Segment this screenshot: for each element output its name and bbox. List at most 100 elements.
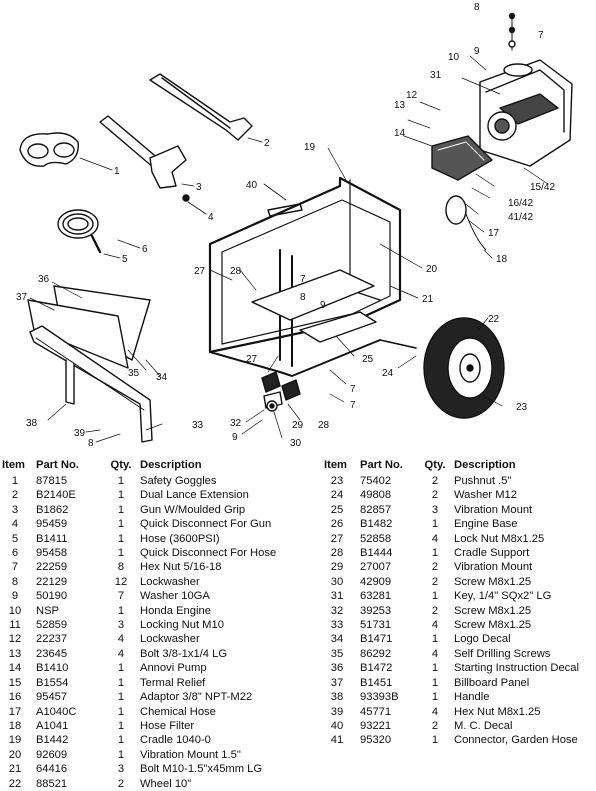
callout-38: 38 [26,418,38,429]
cell-item: 17 [8,705,22,718]
cell-part-no: 95459 [36,518,68,531]
cell-item: 16 [8,691,22,704]
callout-6: 6 [142,244,148,255]
cell-qty: 1 [117,489,125,502]
cell-qty: 4 [117,647,125,660]
callout-10: 10 [448,52,460,63]
callout-22: 22 [488,314,500,325]
cell-description: Lockwasher [140,633,200,646]
table-header: Item Part No. Qty. Description [324,456,596,474]
cell-qty: 2 [431,489,439,502]
pump-drawing [431,135,493,181]
cell-qty: 3 [117,763,125,776]
cell-qty: 1 [117,719,125,732]
callout-21: 21 [422,294,434,305]
header-part-no: Part No. [360,459,403,471]
cell-part-no: 92609 [36,748,68,761]
exploded-parts-diagram: 1 2 3 4 5 6 7 8 9 10 12 13 14 15/42 16/4… [16,2,573,449]
callout-9-lower: 9 [232,432,238,443]
cell-part-no: 23645 [36,647,68,660]
cell-item: 24 [330,489,344,502]
cell-part-no: 86292 [360,647,392,660]
cell-description: Termal Relief [140,676,206,689]
cell-item: 13 [8,647,22,660]
cell-description: Bolt 3/8-1x1/4 LG [140,647,228,660]
callout-9-frame: 9 [320,300,326,311]
cell-item: 7 [11,561,19,574]
cell-description: Cradle Support [454,547,530,560]
header-qty: Qty. [424,459,446,471]
cell-item: 5 [11,532,19,545]
cell-item: 41 [330,734,344,747]
cell-item: 11 [9,619,21,632]
cell-part-no: B1554 [36,676,69,689]
callout-41-42: 41/42 [508,212,533,223]
cell-item: 9 [11,590,19,603]
cell-item: 30 [330,575,344,588]
cell-part-no: A1040C [36,705,77,718]
cell-description: Connector, Garden Hose [454,734,578,747]
callout-7-lower: 7 [350,400,356,411]
cell-description: Billboard Panel [454,676,530,689]
callout-18: 18 [496,254,508,265]
cell-description: Starting Instruction Decal [454,662,579,675]
cell-item: 6 [11,547,19,560]
callout-28: 28 [230,266,242,277]
cell-description: Annovi Pump [140,662,207,675]
cell-qty: 2 [431,475,439,487]
cell-item: 22 [8,777,22,790]
callout-33: 33 [192,420,204,431]
wheel-drawing [423,317,505,419]
cell-item: 33 [330,619,344,632]
cell-qty: 1 [431,676,439,689]
cell-qty: 2 [431,719,439,732]
cell-qty: 4 [431,705,439,718]
cell-description: Bolt M10-1.5"x45mm LG [140,763,263,776]
cell-part-no: 51731 [360,619,392,632]
cell-description: Key, 1/4" SQx2" LG [454,590,552,603]
header-description: Description [140,459,202,471]
cell-part-no: 42909 [360,575,392,588]
callout-7-frame: 7 [300,274,306,285]
cell-part-no: B1444 [360,547,393,560]
cell-description: Wheel 10" [140,777,192,790]
cell-description: Safety Goggles [140,475,217,487]
callout-8-handle: 8 [88,438,94,449]
header-item: Item [2,459,26,471]
cell-item: 37 [330,676,344,689]
cell-description: Lockwasher [140,575,200,588]
callout-2: 2 [264,138,270,149]
cell-qty: 4 [431,532,439,545]
cell-description: Self Drilling Screws [454,647,551,660]
table-row: 37 B1451 1 Billboard Panel [324,676,596,690]
cell-description: Honda Engine [140,604,211,617]
cell-part-no: B1451 [360,676,393,689]
cell-description: Hose (3600PSI) [140,532,220,545]
cell-part-no: 93221 [360,719,392,732]
cell-part-no: 27007 [360,561,392,574]
cell-qty: 1 [117,662,125,675]
cell-part-no: 52859 [36,619,68,632]
cell-description: Vibration Mount 1.5" [140,748,241,761]
cell-qty: 1 [117,547,125,560]
cell-item: 20 [8,748,22,761]
cell-qty: 7 [117,590,125,603]
cell-description: Screw M8x1.25 [454,619,532,632]
cell-qty: 12 [114,575,128,588]
